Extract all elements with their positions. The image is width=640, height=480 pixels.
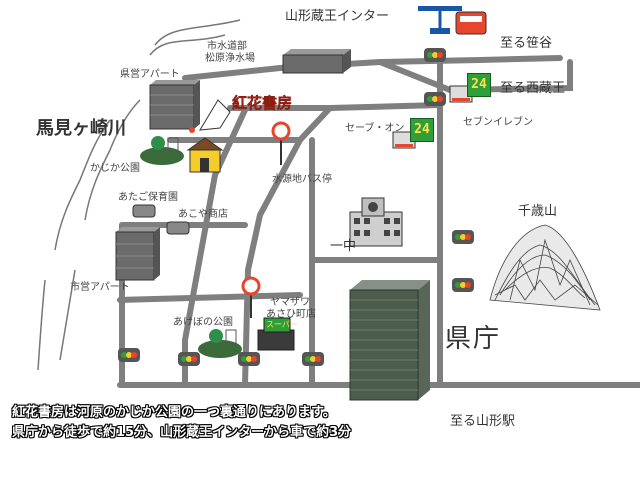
label-yamazawa-1: ヤマザワ bbox=[270, 297, 310, 308]
building-pref-office bbox=[349, 280, 430, 401]
label-river: 馬見ヶ崎川 bbox=[36, 118, 126, 139]
label-nursery: あたご保育園 bbox=[118, 192, 178, 203]
label-shop: 紅花書房 bbox=[232, 94, 293, 112]
label-interchange: 山形蔵王インター bbox=[285, 9, 390, 24]
road-nishizao bbox=[377, 59, 573, 94]
label-yamazawa-2: あさひ町店 bbox=[266, 309, 316, 320]
building-middle-school bbox=[349, 197, 403, 247]
bus-stop-suigenchi bbox=[271, 121, 291, 165]
river-bank bbox=[37, 279, 46, 371]
label-seven-on: セーブ・オン bbox=[345, 123, 405, 134]
seven-eleven-badge-1: 24 bbox=[467, 73, 491, 97]
traffic-lights bbox=[118, 48, 474, 366]
label-to-station: 至る山形駅 bbox=[450, 414, 516, 429]
interchange-icon bbox=[418, 6, 487, 35]
park-kajika bbox=[140, 136, 184, 165]
label-bus-stop: 水源地バス停 bbox=[272, 174, 332, 185]
river-bank bbox=[59, 269, 76, 361]
note-line-1: 紅花書房は河原のかじか公園の一つ裏通りにあります。 bbox=[12, 405, 336, 420]
building-pref-apartment bbox=[149, 80, 200, 130]
note-line-2: 県庁から徒歩で約15分、山形蔵王インターから車で約3分 bbox=[12, 425, 352, 440]
label-waterworks-1: 市水道部 bbox=[207, 41, 247, 52]
label-waterworks-2: 松原浄水場 bbox=[205, 53, 255, 64]
river-bank bbox=[54, 119, 111, 251]
building-city-apartment bbox=[115, 227, 160, 281]
label-to-sasaya: 至る笹谷 bbox=[500, 36, 553, 51]
river-bank bbox=[149, 34, 226, 56]
nursery-icon bbox=[132, 204, 156, 218]
building-waterworks bbox=[282, 49, 351, 74]
road-diagonal-right bbox=[242, 105, 333, 388]
mountain-chitose bbox=[489, 224, 601, 311]
seven-eleven-badge-2: 24 bbox=[410, 118, 434, 142]
label-supermarket: スーパー bbox=[266, 320, 298, 329]
label-middle-school: 一中 bbox=[330, 239, 357, 254]
label-mountain: 千歳山 bbox=[518, 204, 558, 219]
river-bank bbox=[84, 99, 141, 221]
supermarket-icon bbox=[257, 317, 295, 351]
sign-pointer bbox=[199, 99, 231, 131]
label-pref-apartment: 県営アパート bbox=[120, 69, 180, 80]
label-seven-eleven: セブンイレブン bbox=[463, 117, 533, 128]
label-park-akebono: あけぼの公園 bbox=[173, 317, 233, 328]
road-mid-2 bbox=[117, 292, 303, 303]
label-city-apartment: 市営アパート bbox=[70, 282, 130, 293]
label-park-kajika: かじか公園 bbox=[90, 163, 140, 174]
bus-stop-akebono bbox=[241, 276, 261, 318]
label-to-nishizao: 至る西蔵王 bbox=[500, 81, 566, 96]
river-bank bbox=[154, 19, 241, 46]
store-icon bbox=[166, 221, 190, 235]
label-store: あこや商店 bbox=[178, 209, 228, 220]
park-akebono bbox=[198, 329, 242, 358]
shop-house-icon bbox=[186, 127, 224, 173]
label-pref-office: 県庁 bbox=[445, 324, 502, 354]
